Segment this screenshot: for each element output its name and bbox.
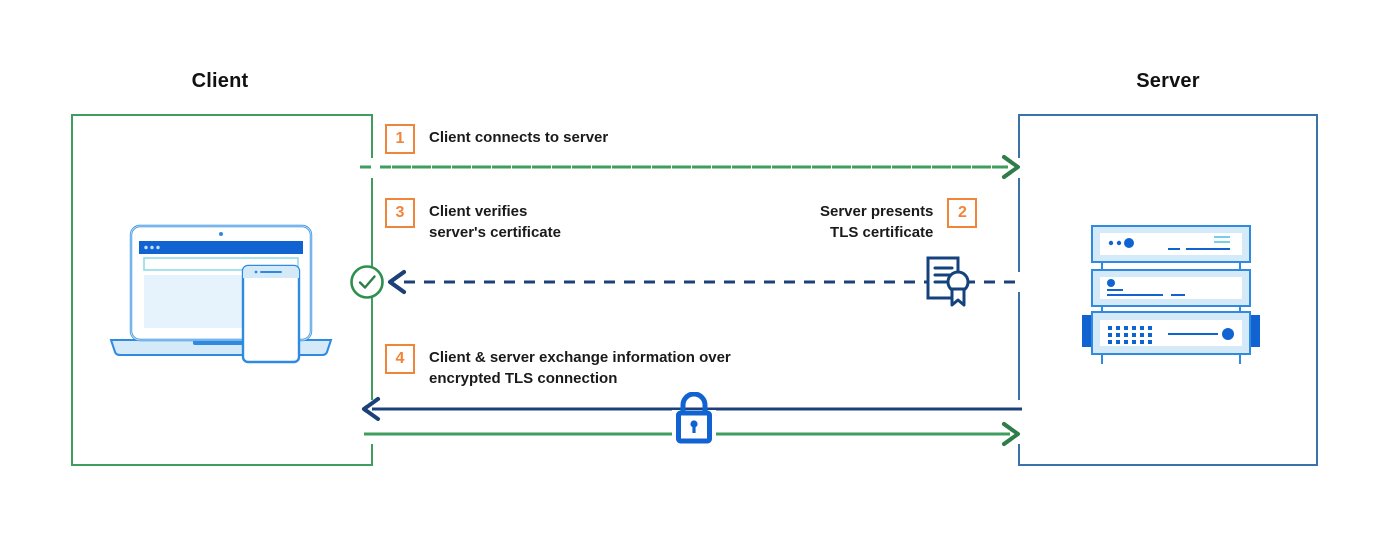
border-gap-mask-1	[366, 158, 380, 178]
border-gap-mask-4	[366, 400, 380, 444]
step-3-text: Client verifies server's certificate	[429, 203, 561, 241]
step-1-label: 1 Client connects to server	[385, 124, 608, 154]
check-circle-icon	[350, 265, 384, 299]
certificate-icon	[926, 256, 970, 307]
step-3-number: 3	[385, 198, 415, 228]
step-2-label: Server presents TLS certificate 2	[820, 198, 978, 243]
step-1-number: 1	[385, 124, 415, 154]
client-title: Client	[191, 70, 249, 92]
laptop-and-phone-icon	[109, 224, 333, 364]
server-rack-icon	[1082, 225, 1260, 364]
step-4-label: 4 Client & server exchange information o…	[385, 344, 731, 389]
step-2-text: Server presents TLS certificate	[820, 203, 934, 241]
step-4-number: 4	[385, 344, 415, 374]
server-title: Server	[1136, 70, 1200, 92]
border-gap-mask-3	[1012, 272, 1026, 292]
step-3-label: 3 Client verifies server's certificate	[385, 198, 561, 243]
step-4-text: Client & server exchange information ove…	[429, 349, 731, 387]
lock-icon	[672, 392, 716, 448]
border-gap-mask-5	[1012, 400, 1026, 444]
step-2-number: 2	[947, 198, 978, 228]
step-1-text: Client connects to server	[429, 129, 609, 146]
arrow-step-1	[372, 155, 1020, 179]
border-gap-mask-2	[1012, 158, 1026, 178]
arrow-step-2	[388, 270, 1016, 294]
